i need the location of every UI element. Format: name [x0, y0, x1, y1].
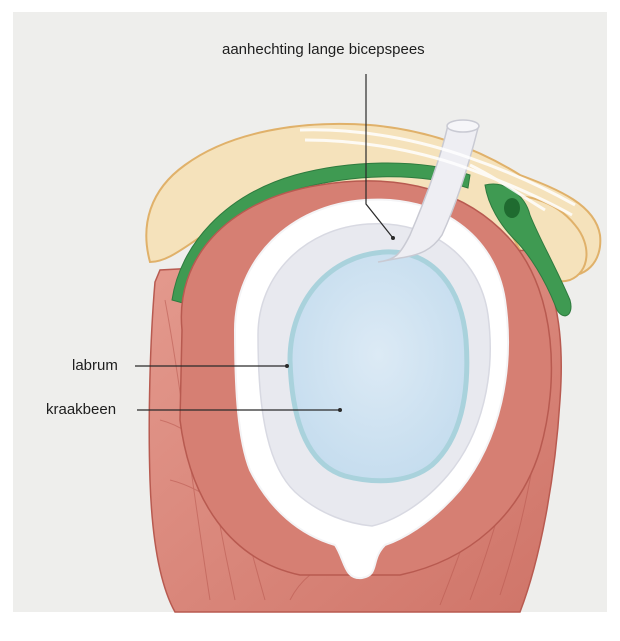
leader-dot-kraakbeen: [338, 408, 342, 412]
leader-dot-labrum: [285, 364, 289, 368]
label-biceps-anchor: aanhechting lange bicepspees: [222, 41, 425, 59]
leader-dot-biceps: [391, 236, 395, 240]
biceps-tendon-end: [447, 120, 479, 132]
label-labrum: labrum: [72, 357, 118, 375]
cartilage-surface: [290, 252, 467, 481]
bursa-spot: [504, 198, 520, 218]
label-cartilage: kraakbeen: [46, 401, 116, 419]
